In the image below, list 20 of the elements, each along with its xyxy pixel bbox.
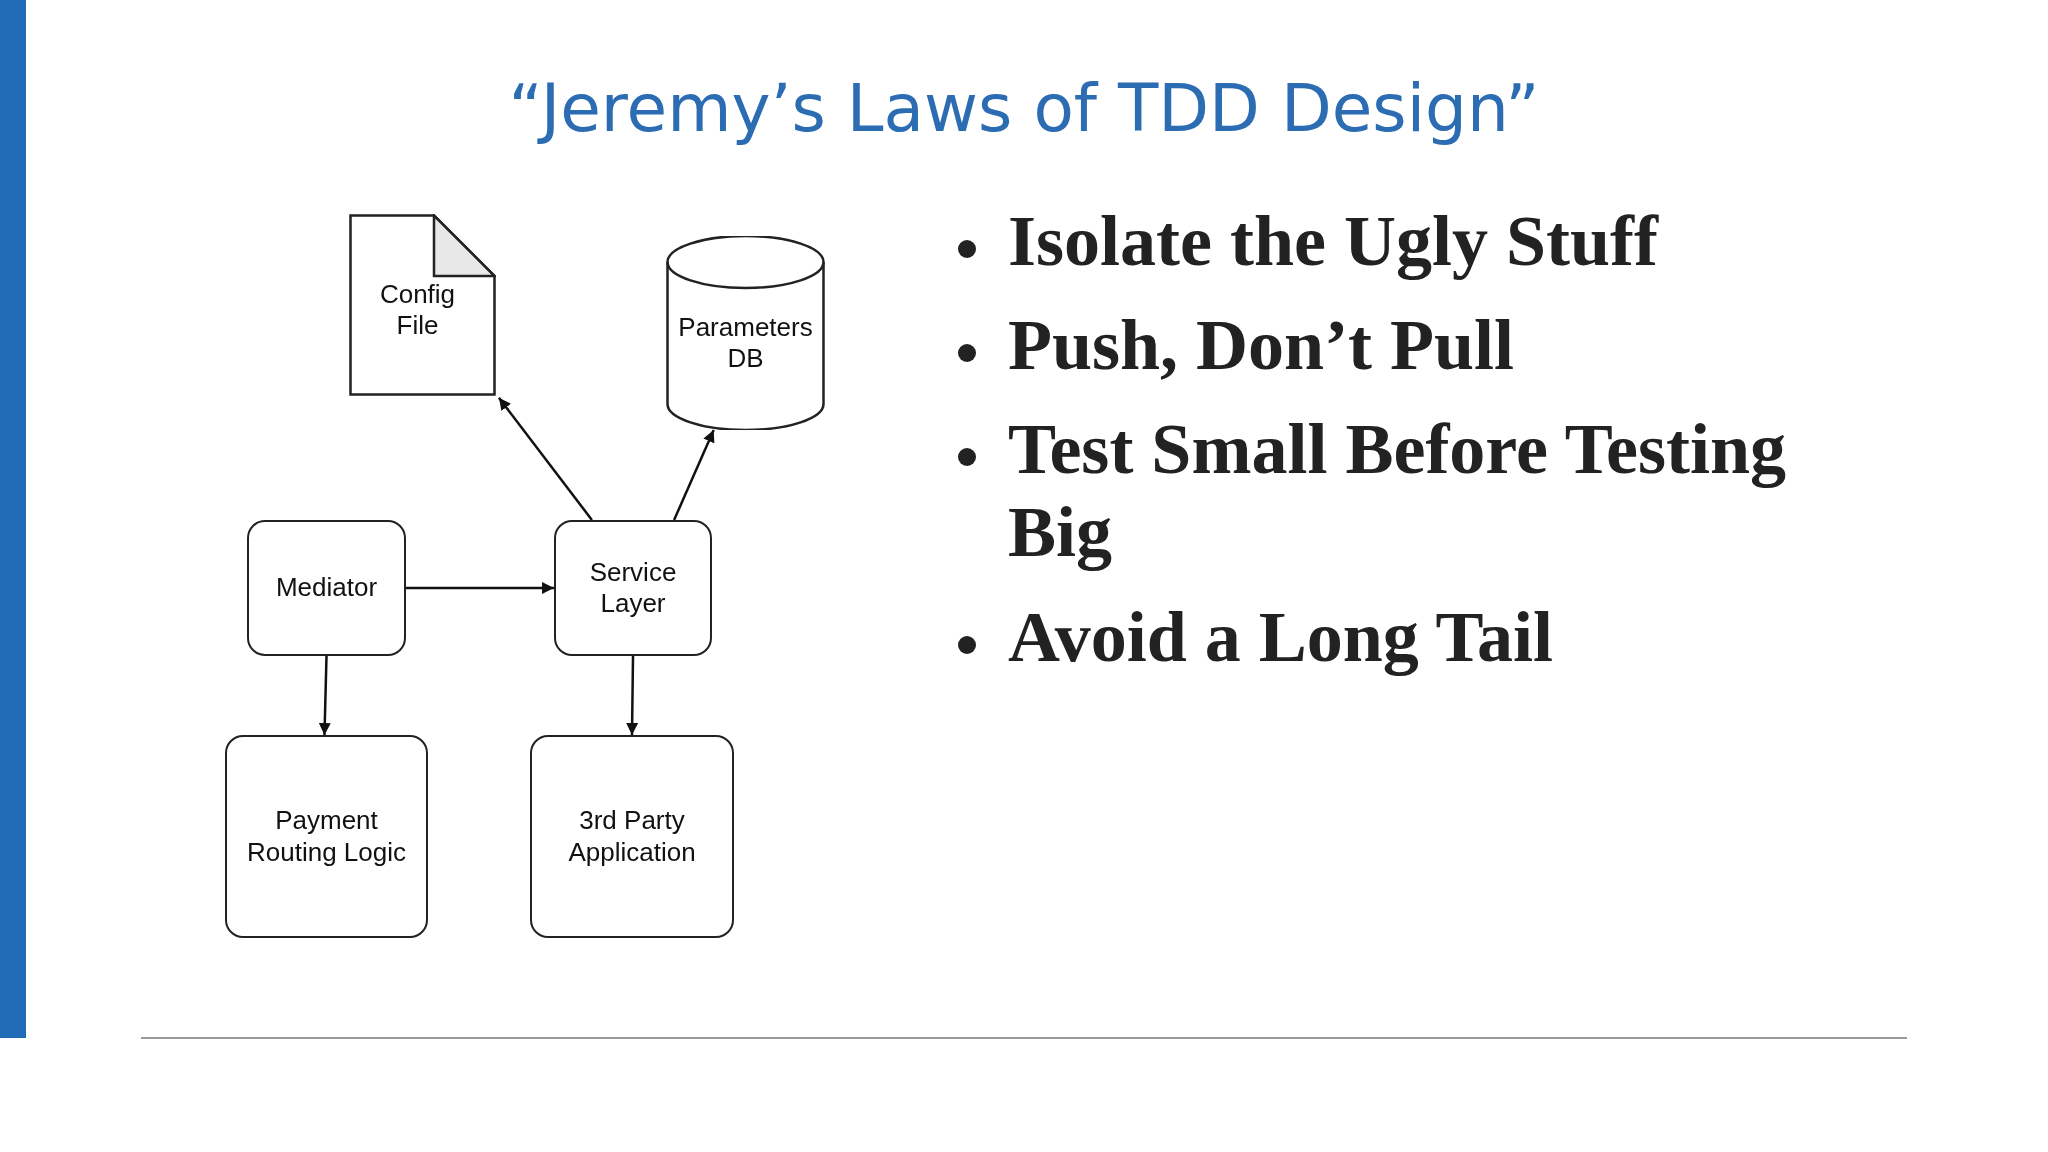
node-label: Config File <box>378 278 457 342</box>
process-box <box>225 735 428 938</box>
node-label: Parameters DB <box>677 311 814 375</box>
process-box <box>554 520 712 656</box>
node-label: Service Layer <box>588 556 678 620</box>
bullet-text: Push, Don’t Pull <box>1008 304 1516 387</box>
process-box <box>530 735 734 938</box>
bullet-text: Avoid a Long Tail <box>1008 596 1554 679</box>
node-label: Payment Routing Logic <box>246 805 407 868</box>
arrow <box>672 429 715 521</box>
arrow <box>318 655 331 736</box>
bullet-text: Test Small Before Testing Big <box>1008 408 1788 574</box>
arrow <box>497 397 593 521</box>
bullet-text: Isolate the Ugly Stuff <box>1008 200 1660 283</box>
process-box <box>247 520 406 656</box>
arrow <box>626 656 639 735</box>
node-label: Mediator <box>275 572 378 604</box>
arrow <box>406 582 554 594</box>
slide-title: “Jeremy’s Laws of TDD Design” <box>507 70 1541 147</box>
node-label: 3rd Party Application <box>567 805 697 868</box>
